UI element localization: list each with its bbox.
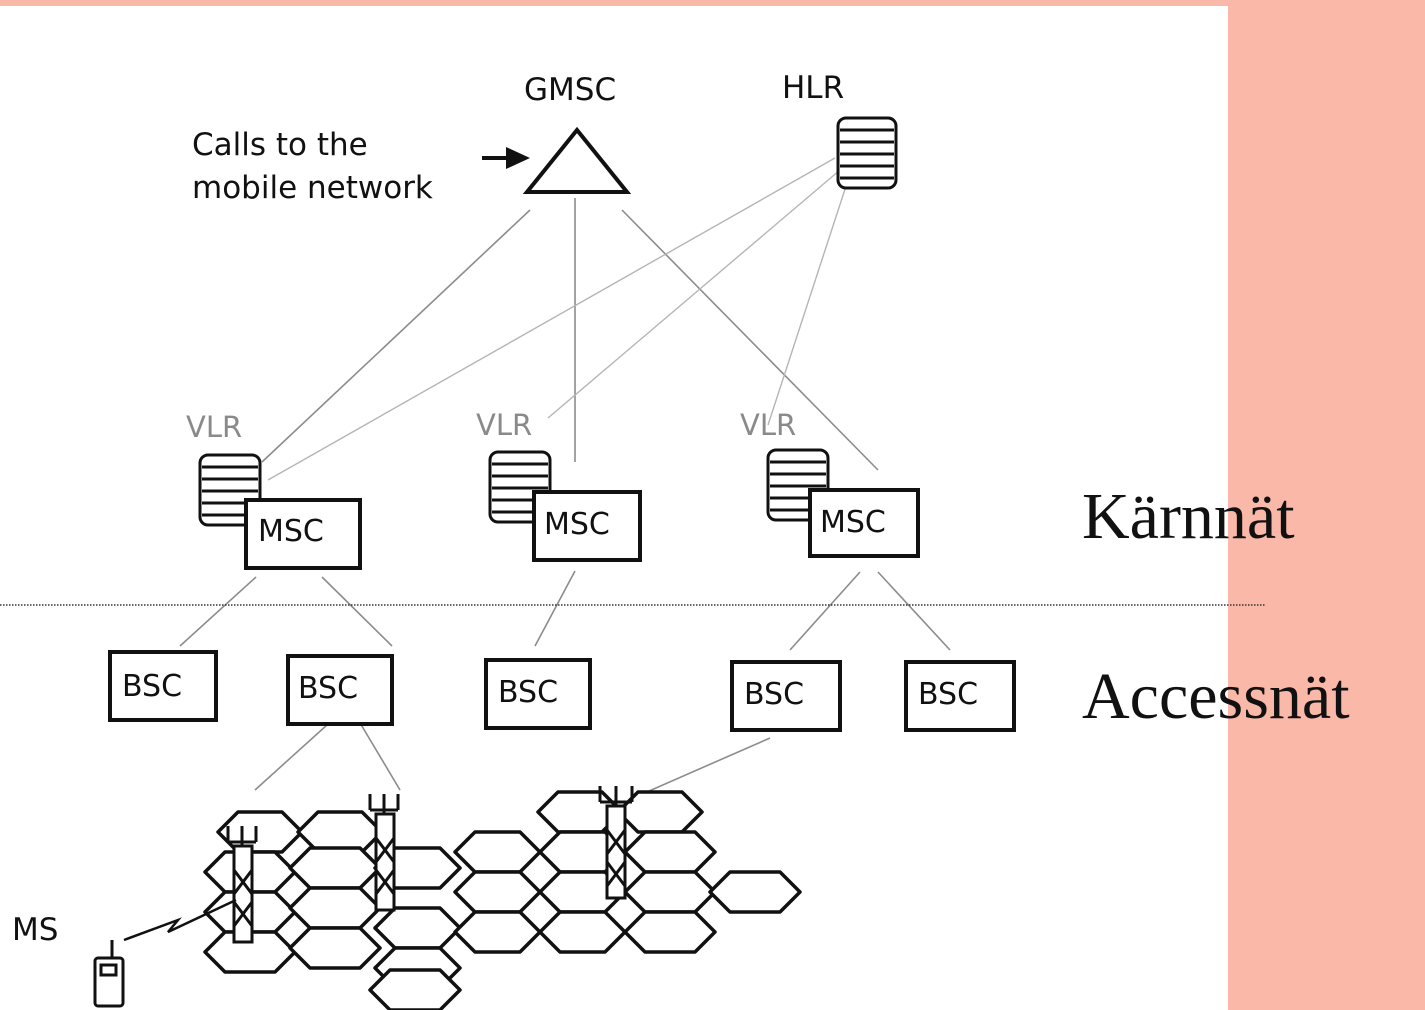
base-station-tower-icon <box>226 826 258 944</box>
bsc-label-3: BSC <box>498 675 558 710</box>
msc-label-3: MSC <box>820 505 886 540</box>
base-station-tower-icon <box>598 786 634 900</box>
bsc-box: BSC <box>286 654 394 726</box>
gmsc-triangle-icon <box>522 126 632 194</box>
core-network-label: Kärnnät <box>1082 480 1295 553</box>
incoming-call-arrow-icon <box>482 147 530 169</box>
hlr-label: HLR <box>782 70 844 106</box>
vlr-label-1: VLR <box>186 410 242 444</box>
mobile-phone-icon <box>93 940 125 1008</box>
gmsc-label: GMSC <box>524 72 616 108</box>
hlr-links <box>267 157 849 481</box>
msc-label-2: MSC <box>544 507 610 542</box>
bsc-label-1: BSC <box>122 669 182 704</box>
msc-box: MSC <box>808 488 920 558</box>
bsc-label-5: BSC <box>918 677 978 712</box>
bsc-box: BSC <box>730 660 842 732</box>
bsc-box: BSC <box>484 658 592 730</box>
cell-grid <box>203 790 802 1010</box>
bsc-box: BSC <box>108 650 218 722</box>
bsc-label-4: BSC <box>744 677 804 712</box>
vlr-label-3: VLR <box>740 408 796 442</box>
msc-label-1: MSC <box>258 514 324 549</box>
access-network-label: Accessnät <box>1082 660 1350 733</box>
bsc-box: BSC <box>904 660 1016 732</box>
bsc-label-2: BSC <box>298 671 358 706</box>
msc-box: MSC <box>532 490 642 562</box>
calls-label-line1: Calls to the <box>192 127 368 163</box>
hlr-database-icon <box>836 116 898 190</box>
gmsc-links <box>261 198 879 471</box>
calls-label-line2: mobile network <box>192 170 433 206</box>
radio-link-icon <box>123 898 237 942</box>
base-station-tower-icon <box>368 794 400 912</box>
ms-label: MS <box>12 912 58 948</box>
msc-box: MSC <box>244 498 362 570</box>
vlr-label-2: VLR <box>476 408 532 442</box>
